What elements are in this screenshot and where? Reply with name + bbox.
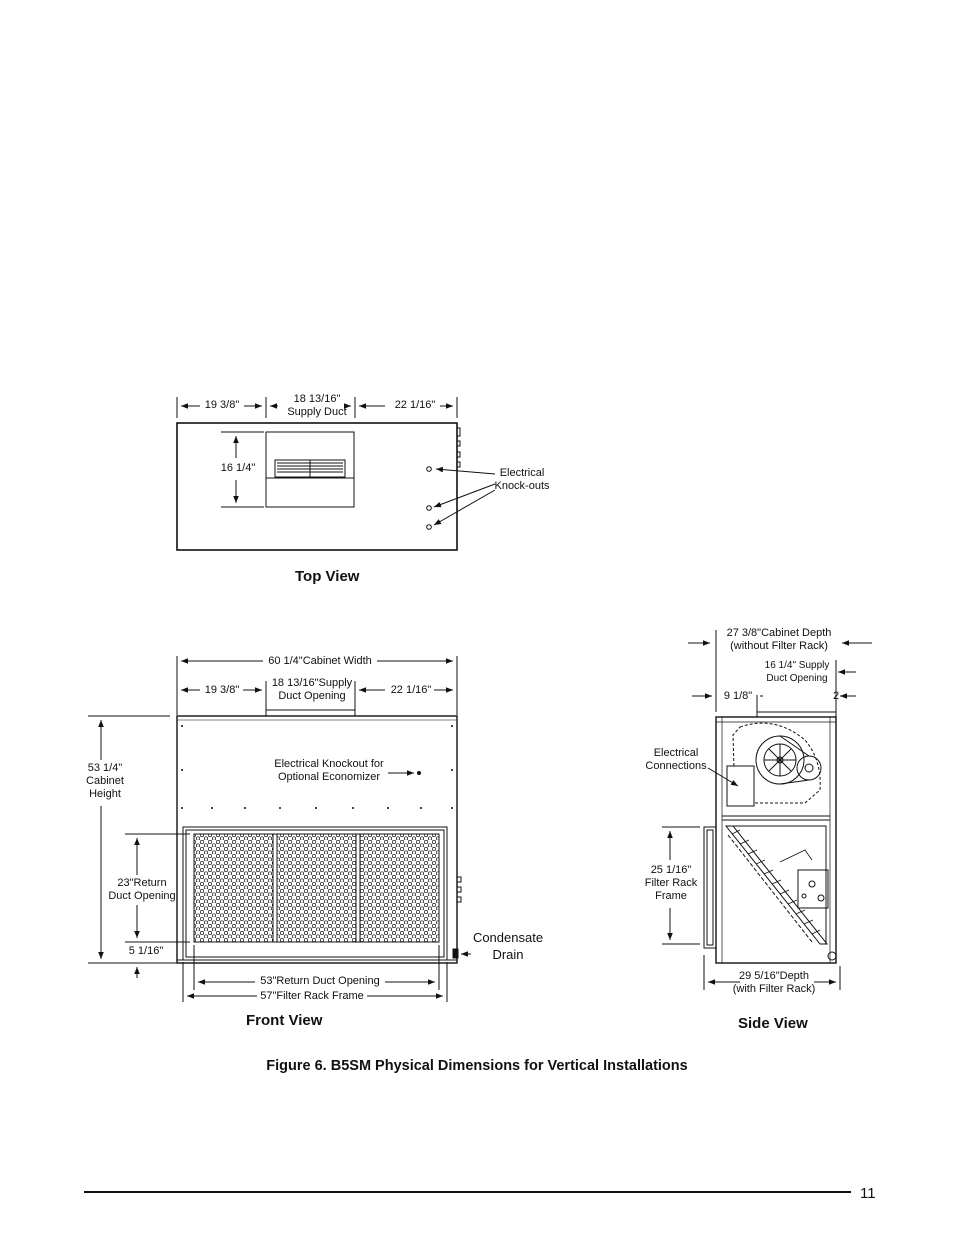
top-dim-right: 22 1/16" bbox=[394, 399, 436, 411]
front-view-drawing bbox=[88, 656, 471, 1002]
return-duct-width-label: 53"Return Duct Opening bbox=[260, 975, 380, 987]
front-dim-right: 22 1/16" bbox=[390, 684, 432, 696]
electrical-knockouts-label: Electrical Knock-outs bbox=[494, 467, 550, 492]
top-view-title: Top View bbox=[295, 568, 360, 585]
depth-with-rack-label: 29 5/16"Depth (with Filter Rack) bbox=[732, 970, 816, 995]
top-dim-supply-duct: 18 13/16" Supply Duct bbox=[287, 393, 347, 418]
front-view-title: Front View bbox=[246, 1012, 323, 1029]
side-supply-opening-label: 16 1/4" Supply Duct Opening bbox=[764, 660, 830, 684]
cabinet-height-label: 53 1/4" Cabinet Height bbox=[86, 762, 124, 800]
side-view-drawing bbox=[662, 630, 872, 990]
front-cabinet-width: 60 1/4"Cabinet Width bbox=[268, 655, 372, 667]
return-opening-height-label: 23"Return Duct Opening bbox=[108, 877, 176, 902]
bottom-offset-label: 5 1/16" bbox=[128, 945, 164, 957]
electrical-knockout-economizer-label: Electrical Knockout for Optional Economi… bbox=[274, 758, 384, 783]
page-number: 11 bbox=[860, 1185, 876, 1202]
cabinet-depth-label: 27 3/8"Cabinet Depth (without Filter Rac… bbox=[726, 627, 832, 652]
filter-rack-frame-label: 25 1/16" Filter Rack Frame bbox=[644, 864, 698, 902]
side-view-title: Side View bbox=[738, 1015, 808, 1032]
front-dim-left: 19 3/8" bbox=[204, 684, 240, 696]
front-dim-supply-opening: 18 13/16"Supply Duct Opening bbox=[271, 677, 353, 702]
figure-caption: Figure 6. B5SM Physical Dimensions for V… bbox=[266, 1058, 688, 1074]
side-dim-right: 2 bbox=[832, 690, 840, 702]
footer-rule bbox=[84, 1191, 851, 1193]
top-dim-height: 16 1/4" bbox=[220, 462, 256, 474]
top-dim-left: 19 3/8" bbox=[204, 399, 240, 411]
electrical-connections-label: Electrical Connections bbox=[645, 747, 707, 772]
condensate-drain-label: Condensate Drain bbox=[472, 930, 544, 962]
filter-rack-width-label: 57"Filter Rack Frame bbox=[260, 990, 364, 1002]
side-dim-left: 9 1/8" bbox=[723, 690, 753, 702]
top-view-drawing bbox=[176, 397, 496, 551]
